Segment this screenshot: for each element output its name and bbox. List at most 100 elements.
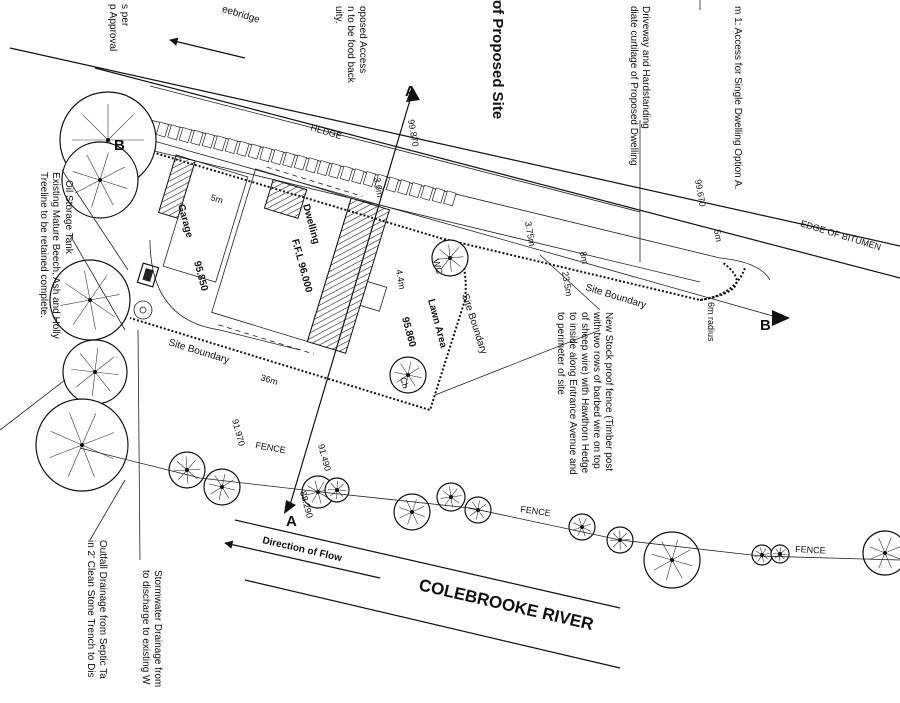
hedge-block: [224, 138, 239, 155]
hedge-block: [282, 151, 296, 168]
hedge-block: [259, 146, 273, 163]
level-99870: 99.870: [406, 119, 421, 148]
hedge-block: [178, 127, 193, 144]
hedge-block: [270, 149, 285, 166]
fence-note-2: with two rows of barbed wire on top: [591, 311, 602, 469]
tree-symbol: [49, 259, 131, 341]
hedge-block: [362, 171, 377, 188]
outfall-note-1: Outfall Drainage from Septic Ta: [97, 540, 108, 679]
hedge-label: HEDGE: [309, 122, 343, 141]
hedge-block: [316, 160, 331, 177]
dim-8m: 8m: [578, 251, 590, 265]
level-99670: 99.670: [693, 179, 708, 208]
hedge-block: [443, 190, 457, 207]
hedge-block: [397, 179, 411, 196]
top-access-3: uity.: [333, 6, 344, 24]
tree-symbol: [168, 451, 206, 489]
hedge-block: [155, 121, 170, 138]
level-91970: 91.970: [230, 418, 247, 447]
fence-line: [79, 447, 900, 561]
tree-symbol: [389, 356, 427, 394]
dim-3-75m: 3.75m: [523, 221, 537, 247]
option-item-3: diate curtilage of Proposed Dwelling: [628, 6, 639, 166]
tree-symbol: [436, 482, 466, 512]
level-95860: 95.860: [399, 316, 418, 349]
tree-symbol: [393, 493, 431, 531]
ch-label: Ch: [398, 376, 411, 390]
section-a-top: A: [405, 83, 416, 100]
hedge-block: [247, 143, 262, 160]
dim-23-5m: 23.5m: [560, 271, 574, 297]
hedge-block: [420, 184, 434, 201]
storm-note-2: to discharge to existing W: [140, 570, 151, 685]
fence-note-1: New Stock proof fence (Timber post: [603, 312, 614, 471]
tree-symbol: [643, 531, 701, 589]
tree-symbol: [770, 544, 790, 564]
hedge-block: [339, 165, 354, 182]
garage-label: Garage: [175, 203, 195, 240]
tree-symbol: [751, 544, 773, 566]
dim-5m-left: 5m: [209, 192, 224, 205]
top-access-1: oposed Access: [357, 6, 368, 73]
hedge-block: [351, 168, 365, 185]
outfall-note-2: in 2' Clean Stone Trench to Dis: [85, 540, 96, 678]
fence-label-2: FENCE: [520, 504, 552, 518]
dwelling-label: Dwelling: [300, 203, 321, 246]
tree-symbol: [203, 468, 241, 506]
lawn-area-label: Lawn Area: [425, 298, 449, 350]
colebrooke-river-label: COLEBROOKE RIVER: [417, 575, 595, 634]
hedge-row: [155, 121, 457, 207]
fence-note-5: to perimeter of site: [555, 312, 566, 395]
edge-of-bitumen: EDGE OF BITUMEN: [799, 218, 882, 252]
header-notes: s per p Approval eebridge oposed Access …: [107, 0, 743, 189]
hedge-block: [408, 182, 423, 199]
tree-symbol: [862, 530, 900, 576]
site-boundary-bottom: Site Boundary: [167, 337, 230, 366]
hedge-block: [201, 132, 216, 149]
tree-symbol: [35, 398, 129, 492]
oil-tank-note: Oil Storage Tank: [63, 180, 74, 255]
fence-note-3: of sheep wire) with Hawthorn Hedge: [579, 312, 590, 474]
fence-label-3: FENCE: [795, 544, 826, 556]
tree-symbol: [431, 239, 469, 277]
hedge-block: [385, 176, 400, 193]
dim-3-6m: 3.6m: [372, 177, 385, 198]
building-group: [157, 154, 391, 355]
site-boundary-side: Site Boundary: [459, 293, 489, 356]
section-a-bottom: A: [286, 513, 297, 530]
tree-symbol: [324, 477, 350, 503]
tree-symbol: [568, 513, 596, 541]
fence-note-4: to inside along Entrance Avenue and: [567, 312, 578, 475]
radius-label: 6m radius: [706, 302, 716, 342]
leader-lines: [0, 0, 701, 561]
dim-4-4m: 4.4m: [394, 269, 407, 290]
site-boundary-top: Site Boundary: [584, 282, 647, 311]
hedge-block: [293, 154, 308, 171]
section-b-left: B: [114, 137, 125, 154]
level-95850: 95.850: [191, 260, 210, 293]
hedge-block: [167, 124, 181, 141]
top-note-bridge: eebridge: [221, 4, 262, 26]
section-lines: [112, 86, 790, 514]
hedge-block: [328, 162, 342, 179]
tree-group: [35, 91, 900, 589]
top-note-b: p Approval: [107, 4, 118, 51]
ffl-label: F.F.L 96.000: [289, 238, 314, 294]
hedge-block: [213, 135, 227, 152]
tree-symbol: [62, 339, 128, 405]
top-access-2: n to be food back: [345, 6, 356, 84]
river-banks: [224, 519, 621, 669]
dim-36m: 36m: [259, 372, 279, 387]
level-91490: 91.490: [316, 443, 333, 472]
hedge-block: [236, 140, 250, 157]
hedge-block: [190, 129, 204, 146]
top-note-a: s per: [119, 4, 130, 27]
plan-title: of Proposed Site: [489, 0, 506, 119]
beech-note-1: Existing Mature Beech, Ash and Holly: [50, 172, 61, 339]
annotation-notes: Oil Storage Tank Existing Mature Beech, …: [38, 172, 614, 687]
dim-5m-right: 5m: [712, 229, 724, 243]
storm-note-1: Stormwater Drainage from: [152, 570, 163, 687]
option-item-2: Driveway and Hardstanding: [640, 6, 651, 129]
option-item-1: m 1: Access for Single Dwelling Option A…: [732, 6, 743, 189]
